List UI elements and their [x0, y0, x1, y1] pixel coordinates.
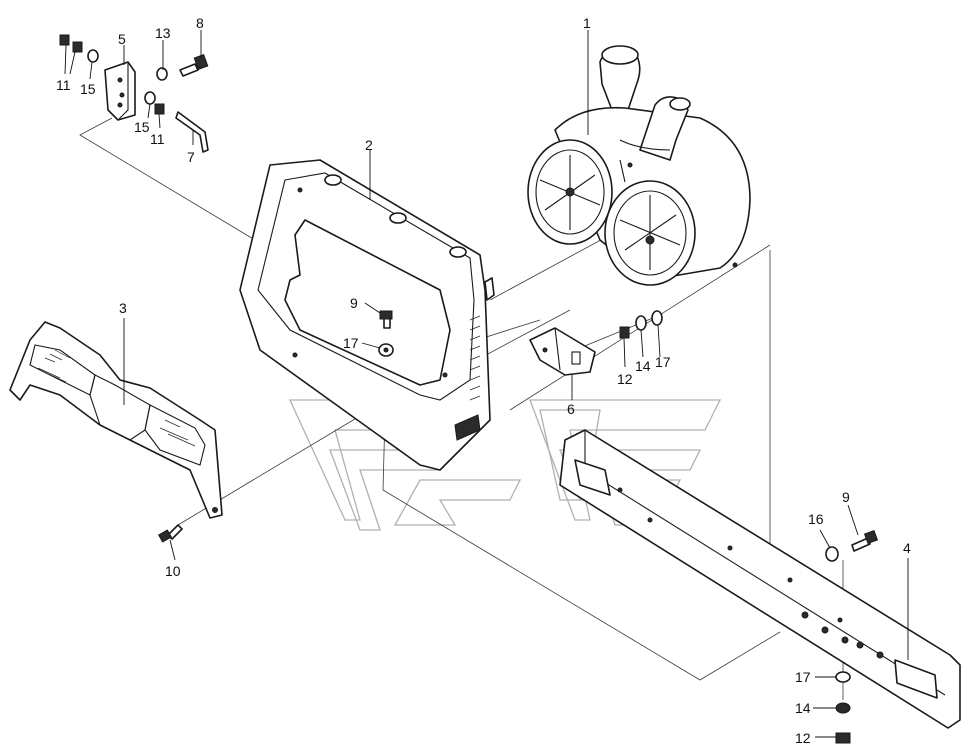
callout-12-mid: 12	[617, 371, 633, 387]
callout-5: 5	[118, 31, 126, 47]
callout-17-bottom: 17	[795, 669, 811, 685]
callout-10: 10	[165, 563, 181, 579]
callout-15-right: 15	[134, 119, 150, 135]
callout-14-bottom: 14	[795, 700, 811, 716]
callout-15-left: 15	[80, 81, 96, 97]
callout-6: 6	[567, 401, 575, 417]
callout-labels: 1 2 3 4 5 6 7 8 9 9 10 11 11 12 12 13 14…	[56, 15, 911, 746]
callout-leaders	[64, 30, 909, 738]
callout-1: 1	[583, 15, 591, 31]
part-1-air-cleaner	[527, 45, 751, 286]
callout-7: 7	[187, 149, 195, 165]
fasteners	[59, 34, 879, 744]
callout-8: 8	[196, 15, 204, 31]
part-4-cross-beam	[559, 429, 961, 729]
part-2-radiator-frame	[239, 159, 495, 471]
callout-17-center: 17	[343, 335, 359, 351]
part-5-bracket	[104, 61, 136, 121]
callout-9-center: 9	[350, 295, 358, 311]
callout-9-right: 9	[842, 489, 850, 505]
part-3-grille-panel	[9, 321, 223, 519]
callout-11-right: 11	[150, 131, 165, 147]
callout-11-left: 11	[56, 77, 71, 93]
callout-2: 2	[365, 137, 373, 153]
callout-16: 16	[808, 511, 824, 527]
callout-17-mid: 17	[655, 354, 671, 370]
callout-4: 4	[903, 540, 911, 556]
part-6-bracket	[529, 327, 596, 376]
callout-3: 3	[119, 300, 127, 316]
callout-13: 13	[155, 25, 171, 41]
callout-14-mid: 14	[635, 358, 651, 374]
part-7-rod	[175, 111, 209, 153]
callout-12-bottom: 12	[795, 730, 811, 746]
